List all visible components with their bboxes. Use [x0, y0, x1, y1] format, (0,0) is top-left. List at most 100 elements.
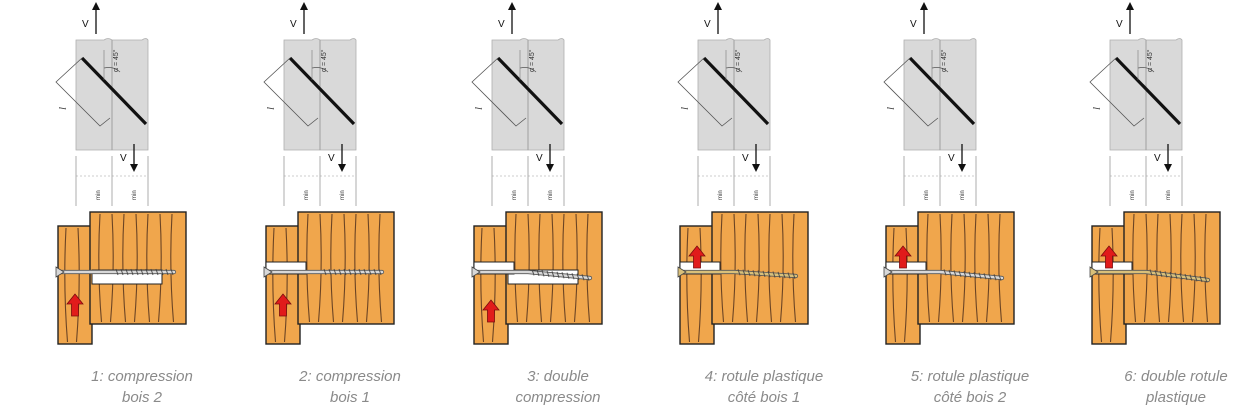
screw-body: [1092, 270, 1210, 282]
screw-thread: [747, 269, 751, 277]
arrow-up-icon: [92, 2, 100, 10]
force-arrow-icon: [688, 245, 706, 269]
screw-thread: [155, 268, 159, 276]
connection-sketch: l α = 45° V V min min: [883, 2, 977, 206]
timber-piece-2: [917, 211, 1015, 325]
failure-mode-panel-3: l α = 45° V V min min: [458, 0, 658, 416]
screw-thread: [1174, 272, 1178, 279]
arrow-up-icon: [714, 2, 722, 10]
wood-grain-line: [133, 213, 138, 323]
panel-drawing: l α = 45° V V min min: [263, 2, 395, 345]
screw-thread: [958, 270, 962, 277]
sketch-top-force: V: [290, 19, 297, 30]
screw-thread: [566, 272, 570, 279]
panel-caption: 2: compression bois 1: [240, 366, 460, 408]
screw-thread: [170, 268, 174, 276]
screw-thread: [571, 273, 575, 280]
screw-body: [680, 270, 798, 278]
wood-grain-line: [573, 213, 578, 323]
screw-thread: [328, 268, 332, 276]
screw-thread: [968, 271, 972, 278]
screw-thread: [586, 274, 590, 281]
wood-grain-line: [792, 213, 797, 323]
failure-mode-panel-1: l α = 45° V V min min: [42, 0, 242, 416]
screw-thread: [948, 269, 952, 277]
panel-drawing: l α = 45° V V min min: [471, 2, 603, 345]
sketch-member-right: [733, 38, 771, 151]
sketch-member-right: [939, 38, 977, 151]
wood-grain-line: [283, 227, 288, 343]
screw-thread: [343, 268, 347, 276]
screw-thread: [333, 268, 337, 276]
wood-grain-line: [1180, 213, 1185, 323]
screw-thread: [792, 272, 796, 279]
wood-grain-line: [985, 213, 990, 323]
caption-line-2: côté bois 2: [933, 389, 1007, 406]
screw-thread: [782, 272, 786, 279]
screw-thread: [546, 270, 550, 277]
connection-sketch: l α = 45° V V min min: [1089, 2, 1183, 206]
screw-body: [886, 270, 1004, 280]
sketch-bottom-force: V: [328, 153, 335, 164]
sketch-angle-label: α = 45°: [940, 49, 948, 72]
sketch-bottom-force: V: [948, 153, 955, 164]
wood-grain-line: [697, 227, 702, 343]
sketch-tick-left: min: [924, 190, 930, 200]
screw-thread: [140, 268, 144, 276]
wood-grain-line: [1132, 213, 1137, 323]
sketch-angle-label: α = 45°: [734, 49, 742, 72]
wood-grain-line: [1156, 213, 1161, 323]
screw-thread: [1164, 271, 1168, 278]
force-arrow-icon: [1100, 245, 1118, 269]
wood-grain-line: [491, 227, 496, 343]
screw-thread: [120, 268, 124, 276]
screw-thread: [757, 270, 761, 277]
screw-thread: [323, 268, 327, 276]
sketch-screw: [702, 56, 770, 126]
screw-thread: [1199, 275, 1203, 283]
caption-line-2: compression: [515, 389, 601, 406]
screw-thread: [1169, 271, 1173, 279]
wood-grain-line: [731, 213, 736, 323]
screw-thread: [737, 269, 741, 276]
wood-grain-line: [562, 213, 567, 323]
sketch-tick-left: min: [512, 190, 518, 200]
wood-grain-line: [514, 213, 519, 323]
screw-head: [677, 266, 687, 278]
panel-caption: 1: compression bois 2: [32, 366, 252, 408]
screw-thread: [363, 268, 367, 276]
wood-grain-line: [64, 227, 69, 343]
wood-grain-line: [1191, 213, 1196, 323]
sketch-angle-label: α = 45°: [528, 49, 536, 72]
panel-caption: 3: double compression: [448, 366, 668, 408]
wood-grain-line: [892, 227, 897, 343]
caption-line-2: côté bois 1: [727, 389, 801, 406]
screw-thread: [348, 268, 352, 276]
sketch-screw: [288, 56, 356, 126]
caption-line-1: 6: double rotule: [1124, 368, 1228, 385]
arrow-down-icon: [1164, 164, 1172, 172]
failure-mode-panel-6: l α = 45° V V min min: [1076, 0, 1240, 416]
wood-grain-line: [549, 213, 554, 323]
sketch-bottom-force: V: [536, 153, 543, 164]
force-arrow-icon: [482, 299, 500, 323]
timber-piece-1: [473, 225, 509, 345]
sketch-member-right: [319, 38, 357, 151]
sketch-member-right: [1145, 38, 1183, 151]
arrow-up-icon: [300, 2, 308, 10]
screw-thread: [1149, 269, 1153, 276]
wood-grain-line: [1098, 227, 1103, 343]
screw-thread: [777, 271, 781, 278]
caption-line-1: 4: rotule plastique: [704, 368, 824, 385]
screw-thread: [551, 271, 555, 278]
sketch-tick-right: min: [960, 190, 966, 200]
timber-joint: [677, 211, 809, 345]
timber-piece-2: [297, 211, 395, 325]
sketch-tick-left: min: [96, 190, 102, 200]
screw-thread: [1204, 276, 1208, 283]
wood-grain-line: [146, 213, 151, 323]
wood-grain-line: [1204, 213, 1209, 323]
screw-thread: [988, 273, 992, 280]
panel-drawing: l α = 45° V V min min: [55, 2, 187, 345]
wood-grain-line: [586, 213, 591, 323]
